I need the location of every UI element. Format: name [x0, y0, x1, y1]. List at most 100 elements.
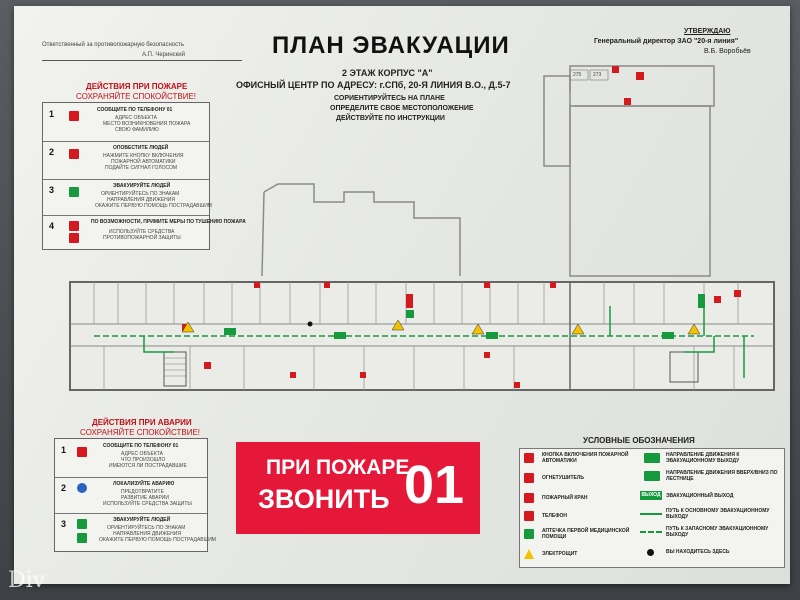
phone-icon [524, 511, 534, 521]
banner-phone-number: 01 [404, 455, 465, 515]
exit-sign-icon [698, 294, 705, 308]
backup-route-line-icon [640, 531, 662, 533]
accident-step-2-title: ЛОКАЛИЗУЙТЕ АВАРИЮ [113, 481, 175, 487]
electrical-panel-icon [391, 319, 405, 331]
banner-line-2: ЗВОНИТЬ [258, 484, 390, 514]
fire-step-3-line-3: ОКАЖИТЕ ПЕРВУЮ ПОМОЩЬ ПОСТРАДАВШИМ [95, 203, 212, 209]
fire-step-2-line-3: ПОДАЙТЕ СИГНАЛ ГОЛОСОМ [105, 165, 178, 171]
fire-step-4-line-1: ИСПОЛЬЗУЙТЕ СРЕДСТВА [109, 229, 175, 235]
courtyard-block [569, 105, 711, 277]
plan-markers [181, 66, 741, 388]
fire-step-2-title: ОПОВЕСТИТЕ ЛЮДЕЙ [113, 145, 169, 151]
phone-icon [324, 282, 330, 288]
fire-step-2-line-2: ПОЖАРНОЙ АВТОМАТИКИ [111, 159, 176, 165]
legend-item-alarm: КНОПКА ВКЛЮЧЕНИЯ ПОЖАРНОЙ АВТОМАТИКИ [542, 452, 629, 464]
electrical-panel-icon [524, 549, 534, 559]
fire-alarm-button-icon [612, 66, 619, 73]
room-number-275: 275 [573, 72, 582, 78]
approve-position: Генеральный директор ЗАО "20-я линия" [594, 38, 739, 45]
divider [43, 179, 209, 180]
stair-block [543, 75, 571, 167]
first-aid-icon [524, 529, 534, 539]
fire-step-1-line-3: СВОЮ ФАМИЛИЮ [115, 127, 159, 133]
evacuation-person-icon [69, 187, 79, 197]
you-are-here-icon [307, 321, 313, 327]
phone-icon [484, 352, 490, 358]
responsible-label: Ответственный за противопожарную безопас… [42, 42, 185, 48]
main-route-line-icon [640, 513, 662, 515]
fire-step-1-number: 1 [49, 109, 55, 119]
banner-line-1: ПРИ ПОЖАРЕ [266, 456, 410, 479]
floor-label: 2 ЭТАЖ КОРПУС "А" [342, 68, 433, 78]
accident-step-2-line-3: ИСПОЛЬЗУЙТЕ СРЕДСТВА ЗАЩИТЫ [103, 501, 192, 507]
legend-item-panel: ЭЛЕКТРОЩИТ [542, 551, 578, 557]
legend-item-first-aid: АПТЕЧКА ПЕРВОЙ МЕДИЦИНСКОЙ ПОМОЩИ [542, 528, 630, 540]
electrical-panel-icon [471, 323, 485, 335]
accident-step-3-line-2: НАПРАВЛЕНИЯ ДВИЖЕНИЯ [113, 531, 182, 537]
exit-direction-icon [644, 453, 660, 463]
accident-step-1-line-3: ИМЕЮТСЯ ЛИ ПОСТРАДАВШИЕ [109, 463, 187, 469]
legend-heading: УСЛОВНЫЕ ОБОЗНАЧЕНИЯ [583, 436, 695, 445]
electrical-panel-icon [687, 323, 701, 335]
fire-calm-text: СОХРАНЯЙТЕ СПОКОЙСТВИЕ! [76, 92, 197, 101]
fire-extinguisher-icon [624, 98, 631, 105]
fire-step-3-number: 3 [49, 185, 55, 195]
fire-alarm-button-icon [69, 149, 79, 159]
phone-icon [734, 290, 741, 297]
accident-actions-panel: 1 СООБЩИТЕ ПО ТЕЛЕФОНУ 01 АДРЕС ОБЪЕКТА … [54, 438, 216, 552]
fire-step-1-line-1: АДРЕС ОБЪЕКТА [115, 115, 157, 121]
accident-step-3-line-3: ОКАЖИТЕ ПЕРВУЮ ПОМОЩЬ ПОСТРАДАВШИМ [99, 537, 216, 543]
fire-step-3-line-2: НАПРАВЛЕНИЯ ДВИЖЕНИЯ [107, 197, 176, 203]
exit-sign-icon [662, 332, 674, 339]
exit-sign-icon [486, 332, 498, 339]
accident-step-1-title: СООБЩИТЕ ПО ТЕЛЕФОНУ 01 [103, 443, 179, 449]
phone-icon [514, 382, 520, 388]
fire-actions-heading: ДЕЙСТВИЯ ПРИ ПОЖАРЕ [86, 82, 188, 91]
fire-step-2-number: 2 [49, 147, 55, 157]
fire-extinguisher-icon [204, 362, 211, 369]
phone-icon [550, 282, 556, 288]
plan-outline-upper [263, 183, 461, 276]
phone-icon [254, 282, 260, 288]
accident-step-1-number: 1 [61, 445, 67, 455]
phone-icon [360, 372, 366, 378]
accident-step-2-number: 2 [61, 483, 67, 493]
fire-actions-panel: 1 СООБЩИТЕ ПО ТЕЛЕФОНУ 01 АДРЕС ОБЪЕКТА … [42, 102, 246, 250]
fire-step-4-title: ПО ВОЗМОЖНОСТИ, ПРИМИТЕ МЕРЫ ПО ТУШЕНИЮ … [91, 219, 246, 225]
stairs-direction-icon [644, 471, 660, 481]
floor-plan [69, 65, 775, 391]
page-title: ПЛАН ЭВАКУАЦИИ [272, 32, 510, 59]
fire-step-1-line-2: МЕСТО ВОЗНИКНОВЕНИЯ ПОЖАРА [103, 121, 191, 127]
exit-sign-icon [334, 332, 346, 339]
legend-item-hose: ПОЖАРНЫЙ КРАН [542, 495, 588, 501]
electrical-panel-icon [571, 323, 585, 335]
accident-step-3-title: ЭВАКУИРУЙТЕ ЛЮДЕЙ [113, 517, 171, 523]
legend-item-extinguisher: ОГНЕТУШИТЕЛЬ [542, 475, 584, 481]
accident-step-2-line-1: ПРЕДОТВРАТИТЕ [121, 489, 164, 495]
fire-step-3-line-1: ОРИЕНТИРУЙТЕСЬ ПО ЗНАКАМ [101, 191, 180, 197]
exit-sign-icon: ВЫХОД [640, 491, 662, 500]
accident-step-1-line-2: ЧТО ПРОИЗОШЛО [121, 457, 166, 463]
phone-icon [484, 282, 490, 288]
legend-item-backup-route: ПУТЬ К ЗАПАСНОМУ ЭВАКУАЦИОННОМУ ВЫХОДУ [666, 526, 769, 538]
legend-item-phone: ТЕЛЕФОН [542, 513, 567, 519]
watermark: Div [8, 568, 46, 593]
you-are-here-icon [647, 549, 654, 556]
accident-actions-heading: ДЕЙСТВИЯ ПРИ АВАРИИ [92, 418, 192, 427]
room-number-273: 273 [593, 72, 602, 78]
accident-step-1-line-1: АДРЕС ОБЪЕКТА [121, 451, 163, 457]
exit-sign-icon [224, 328, 236, 335]
signature-line-left [42, 60, 242, 61]
left-staircase [163, 351, 187, 387]
fire-hose-icon [406, 294, 413, 308]
accident-step-2-line-2: РАЗВИТИЕ АВАРИИ [121, 495, 169, 501]
accident-step-3-line-1: ОРИЕНТИРУЙТЕСЬ ПО ЗНАКАМ [107, 525, 186, 531]
evacuation-person-icon [406, 310, 414, 318]
fire-hose-icon [524, 493, 534, 503]
accident-calm-text: СОХРАНЯЙТЕ СПОКОЙСТВИЕ! [80, 428, 201, 437]
legend-item-exit: ЭВАКУАЦИОННЫЙ ВЫХОД [666, 493, 734, 499]
fire-extinguisher-icon [69, 221, 79, 231]
responsible-name: А.П. Черинский [142, 52, 185, 58]
approve-name: В.Б. Воробьёв [704, 48, 751, 55]
legend-box: КНОПКА ВКЛЮЧЕНИЯ ПОЖАРНОЙ АВТОМАТИКИ ОГН… [519, 448, 785, 568]
